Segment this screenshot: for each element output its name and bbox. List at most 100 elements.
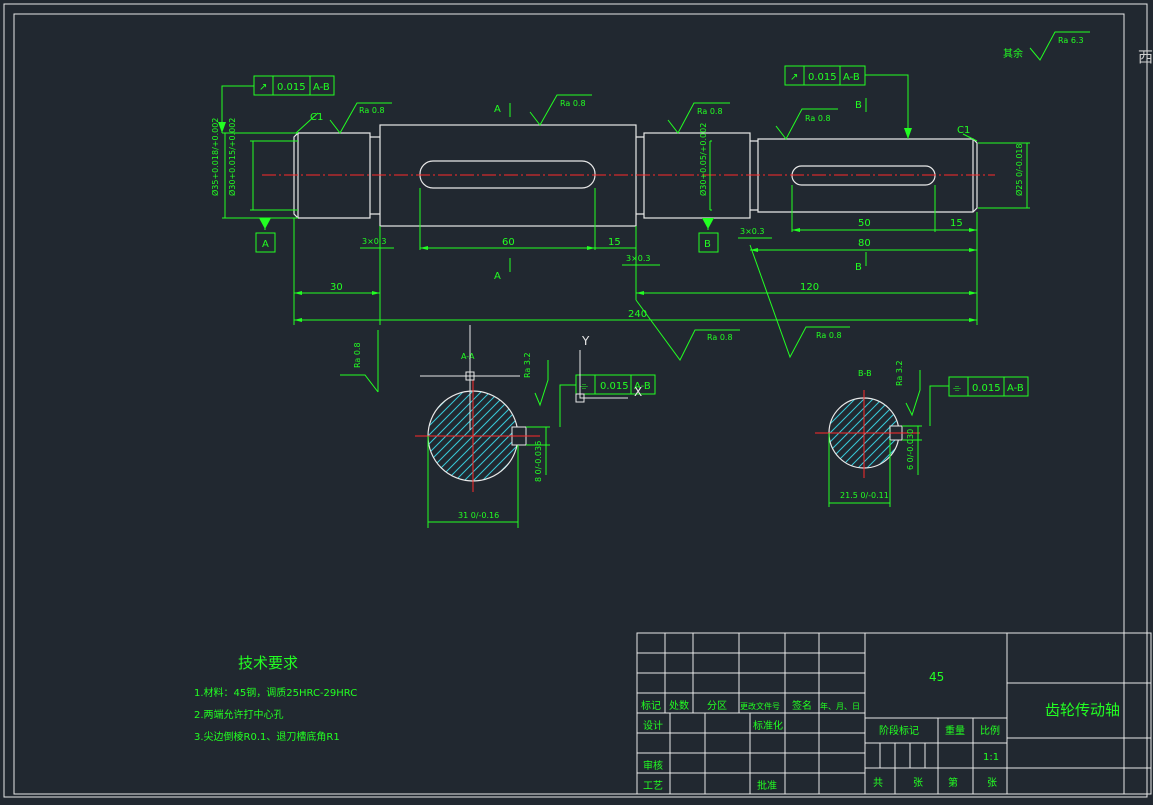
section-b-width-dim: 21.5 0/-0.11 bbox=[840, 491, 889, 500]
tol-right-value: 0.015 bbox=[808, 72, 837, 83]
tb-scale-value: 1:1 bbox=[983, 752, 999, 763]
diameter-dims: Ø35+0.018/+0.002 Ø30+0.015/+0.002 Ø30+0.… bbox=[210, 118, 1030, 219]
tb-process: 工艺 bbox=[643, 780, 663, 792]
roughness-r1: Ra 0.8 bbox=[359, 106, 385, 115]
runout-icon-right: ↗ bbox=[790, 72, 798, 83]
roughness-other-value: Ra 6.3 bbox=[1058, 36, 1084, 45]
dim-15a: 15 bbox=[608, 237, 621, 248]
tol-sec-a-datum: A-B bbox=[634, 381, 651, 392]
tb-approve: 批准 bbox=[757, 779, 777, 792]
tb-label-mark: 标记 bbox=[641, 700, 661, 712]
dim-60: 60 bbox=[502, 237, 515, 248]
tb-sheets: 张 bbox=[913, 777, 923, 789]
section-a-title: A-A bbox=[461, 352, 475, 361]
diameter-2: Ø30+0.015/+0.002 bbox=[227, 118, 237, 196]
hatch-line bbox=[428, 391, 474, 481]
datum-a-label: A bbox=[262, 239, 269, 250]
roughness-r7: Ra 0.8 bbox=[353, 342, 362, 368]
runout-icon: ↗ bbox=[259, 82, 267, 93]
tb-weight: 重量 bbox=[945, 724, 965, 737]
section-a-depth-dim: 8 0/-0.036 bbox=[534, 441, 543, 482]
diameter-3: Ø30+0.05/+0.002 bbox=[698, 123, 708, 196]
section-marks: A A B B bbox=[494, 98, 867, 282]
datum-a: A bbox=[255, 218, 276, 253]
tb-label-sign: 签名 bbox=[792, 699, 812, 712]
tol-left-value: 0.015 bbox=[277, 82, 306, 93]
tol-sec-a-value: 0.015 bbox=[600, 381, 629, 392]
tech-req-item-3: 3.尖边倒棱R0.1、退刀槽底角R1 bbox=[194, 730, 340, 743]
roughness-symbol-icon bbox=[1029, 31, 1090, 61]
ucs-icon: Y X bbox=[575, 334, 642, 403]
tb-design: 设计 bbox=[643, 719, 663, 732]
hatch-line bbox=[481, 391, 518, 481]
tol-right-datum: A-B bbox=[843, 72, 860, 83]
tol-left-datum: A-B bbox=[313, 82, 330, 93]
dim-50: 50 bbox=[858, 218, 871, 229]
roughness-r2: Ra 0.8 bbox=[560, 99, 586, 108]
tb-part-name: 齿轮传动轴 bbox=[1045, 701, 1120, 719]
diameter-1: Ø35+0.018/+0.002 bbox=[210, 118, 220, 196]
dim-240: 240 bbox=[628, 309, 647, 320]
tb-standardize: 标准化 bbox=[753, 719, 783, 732]
title-block: 45 齿轮传动轴 标记 处数 分区 更改文件号 签名 年、月、日 设计 标准化 … bbox=[636, 632, 1152, 795]
tech-req-title: 技术要求 bbox=[238, 654, 298, 672]
section-a-top: A bbox=[494, 104, 501, 115]
roughness-ra-b: Ra 3.2 bbox=[895, 360, 904, 386]
tb-scale-label: 比例 bbox=[980, 724, 1000, 737]
hatch-line bbox=[866, 398, 899, 468]
roughness-ra-a: Ra 3.2 bbox=[523, 352, 532, 378]
section-b-top: B bbox=[855, 100, 862, 111]
tb-label-change-doc: 更改文件号 bbox=[740, 701, 780, 711]
tb-sheet-unit: 张 bbox=[987, 777, 997, 789]
tb-sheet-no: 第 bbox=[948, 776, 958, 789]
tol-sec-b-value: 0.015 bbox=[972, 383, 1001, 394]
tolerance-frame-right: ↗ 0.015 A-B bbox=[784, 65, 912, 139]
tb-stage-mark: 阶段标记 bbox=[879, 724, 919, 737]
diameter-4: Ø25 0/-0.018 bbox=[1014, 143, 1024, 196]
roughness-r3: Ra 0.8 bbox=[697, 107, 723, 116]
tb-material: 45 bbox=[929, 670, 944, 684]
chamfer-right: C1 bbox=[957, 125, 970, 136]
tb-check: 审核 bbox=[643, 759, 663, 772]
datum-b-label: B bbox=[704, 239, 711, 250]
section-a-view: A-A 31 0/-0.16 8 0/-0.036 Ra 3.2 ⌯ 0.015… bbox=[415, 352, 656, 528]
datum-b: B bbox=[698, 218, 719, 253]
corner-char: 西 bbox=[1138, 48, 1153, 66]
tolerance-frame-left: ↗ 0.015 A-B bbox=[218, 75, 335, 133]
section-b-bot: B bbox=[855, 262, 862, 273]
roughness-r6: Ra 0.8 bbox=[816, 331, 842, 340]
section-a-bot: A bbox=[494, 271, 501, 282]
shaft-outline bbox=[262, 124, 995, 227]
section-b-depth-dim: 6 0/-0.030 bbox=[906, 429, 915, 470]
dim-80: 80 bbox=[858, 238, 871, 249]
length-dims: 3×0.3 60 15 3×0.3 3×0.3 50 15 80 30 120 … bbox=[293, 185, 978, 325]
tech-req-item-1: 1.材料：45钢，调质25HRC-29HRC bbox=[194, 686, 357, 699]
hatch-line bbox=[875, 398, 899, 468]
roughness-symbols: Ra 0.8 Ra 0.8 Ra 0.8 Ra 0.8 Ra 0.8 Ra 0.… bbox=[329, 94, 850, 393]
hatch-line bbox=[428, 391, 429, 481]
tb-label-count: 处数 bbox=[669, 699, 689, 712]
dim-3x03-a: 3×0.3 bbox=[362, 237, 387, 246]
ucs-x-label: X bbox=[634, 385, 642, 399]
dim-3x03-b: 3×0.3 bbox=[626, 254, 651, 263]
tech-req-item-2: 2.两端允许打中心孔 bbox=[194, 708, 284, 721]
hatch-line bbox=[829, 398, 857, 468]
chamfer-left: C1 bbox=[310, 112, 323, 123]
dim-120: 120 bbox=[800, 282, 819, 293]
hatch-line bbox=[428, 391, 465, 481]
tb-label-date: 年、月、日 bbox=[820, 701, 860, 711]
symmetry-icon-a: ⌯ bbox=[580, 381, 588, 392]
ucs-y-label: Y bbox=[581, 334, 590, 348]
tol-sec-b-datum: A-B bbox=[1007, 383, 1024, 394]
section-b-title: B-B bbox=[858, 369, 872, 378]
dim-3x03-c: 3×0.3 bbox=[740, 227, 765, 236]
roughness-r4: Ra 0.8 bbox=[805, 114, 831, 123]
roughness-other: 其余 Ra 6.3 bbox=[1003, 31, 1090, 61]
drawing-border bbox=[13, 13, 1125, 795]
tb-total: 共 bbox=[873, 777, 883, 789]
section-b-view: B-B 21.5 0/-0.11 6 0/-0.030 Ra 3.2 ⌯ 0.0… bbox=[815, 360, 1029, 507]
roughness-r5: Ra 0.8 bbox=[707, 333, 733, 342]
hatch-line bbox=[472, 391, 518, 481]
crosshair-cursor-icon bbox=[420, 325, 520, 430]
